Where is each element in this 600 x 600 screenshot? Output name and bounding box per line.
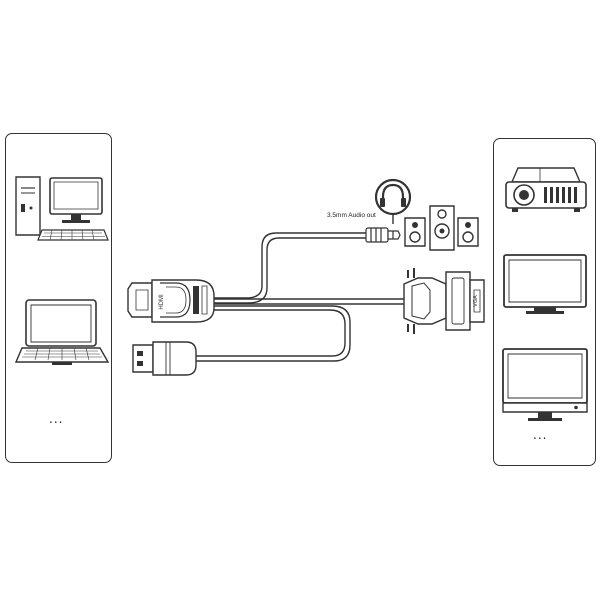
tv-icon: [500, 346, 590, 421]
audio-cable: [214, 233, 366, 298]
hdmi-plug: [128, 280, 214, 322]
vga-connector: [404, 268, 484, 334]
headphone-icon: [376, 180, 410, 224]
speaker-icon: [405, 206, 478, 250]
monitor-icon: [500, 253, 590, 314]
more-displays-indicator: ...: [533, 428, 548, 442]
audio-out-label: 3.5mm Audio out: [327, 212, 376, 219]
laptop-icon: [14, 296, 110, 365]
usb-power-cable: [196, 306, 350, 361]
usb-plug: [133, 342, 196, 375]
more-sources-indicator: ...: [49, 412, 64, 426]
audio-jack: [366, 228, 400, 242]
svg-text:HDMI: HDMI: [159, 294, 165, 310]
projector-icon: [500, 160, 590, 212]
svg-text:VGA: VGA: [473, 295, 479, 307]
desktop-computer-icon: [12, 172, 112, 242]
